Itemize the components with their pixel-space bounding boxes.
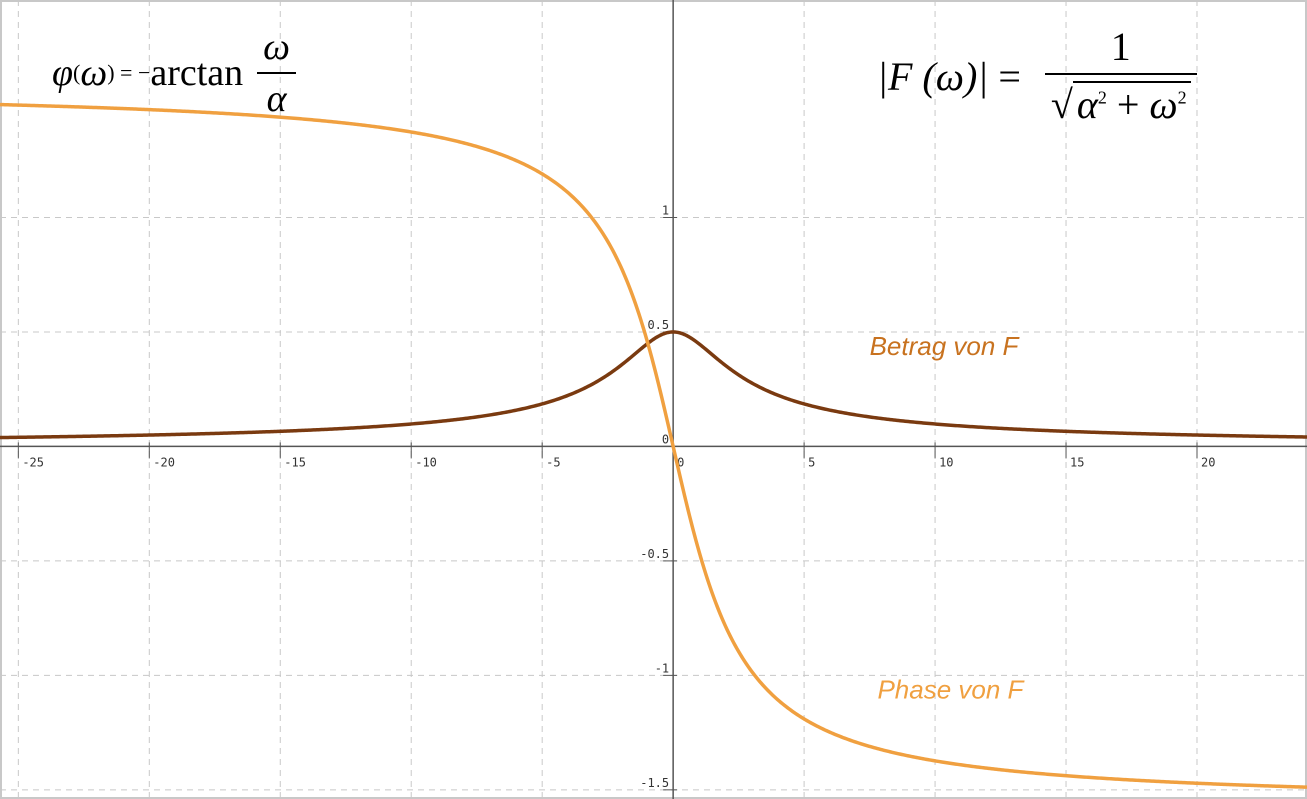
y-tick-label: 0 — [662, 432, 669, 446]
magnitude-denominator: √ α2 + ω2 — [1045, 81, 1197, 125]
sqrt-radicand: α2 + ω2 — [1072, 81, 1191, 127]
phase-open-paren: ( — [73, 60, 81, 85]
x-tick-label: -15 — [284, 455, 306, 469]
phase-formula: φ ( ω ) = − arctan ω α — [52, 18, 297, 128]
x-tick-label: -25 — [22, 455, 44, 469]
magnitude-fraction-bar — [1044, 73, 1197, 75]
radicand-plus: + — [1106, 82, 1150, 127]
magnitude-equals: = — [988, 53, 1031, 99]
phase-argument: ω — [80, 52, 108, 94]
radicand-omega-exponent: 2 — [1177, 87, 1187, 108]
x-tick-label: -5 — [546, 455, 560, 469]
phase-numerator: ω — [263, 26, 291, 68]
phase-fraction: ω α — [257, 26, 297, 120]
x-tick-label: 15 — [1070, 455, 1084, 469]
y-tick-label: -1.5 — [640, 776, 669, 790]
tick-labels: -25 -20 -15 -10 -5 0 5 10 15 20 -1.5 -1 -0.5 0 0.5 1 — [22, 203, 1215, 789]
magnitude-fraction: 1 √ α2 + ω2 — [1044, 24, 1197, 125]
y-tick-label: -1 — [655, 661, 669, 675]
betrag-label: Betrag von F — [870, 331, 1021, 361]
betrag-series-line — [0, 330, 1307, 440]
phase-series-line — [0, 102, 1307, 789]
x-tick-label: 20 — [1201, 455, 1215, 469]
phase-equals: = − — [114, 60, 151, 85]
magnitude-formula: |F (ω)| = 1 √ α2 + ω2 — [877, 16, 1197, 136]
radicand-alpha-exponent: 2 — [1097, 87, 1107, 108]
x-tick-label: -20 — [153, 455, 175, 469]
x-tick-label: -10 — [415, 455, 437, 469]
phase-fraction-bar — [257, 72, 297, 74]
sqrt-sign: √ — [1050, 82, 1073, 127]
x-tick-label: 10 — [939, 455, 953, 469]
y-tick-label: 1 — [662, 203, 669, 217]
radicand-alpha: α — [1076, 82, 1098, 127]
phase-denominator: α — [266, 78, 287, 120]
radicand-omega: ω — [1149, 82, 1178, 127]
y-tick-label: 0.5 — [647, 318, 669, 332]
phase-label: Phase von F — [877, 674, 1025, 704]
series-annotations: Betrag von F Phase von F — [870, 331, 1026, 704]
x-tick-label: 0 — [677, 455, 684, 469]
phase-close-paren: ) — [107, 60, 115, 85]
series-lines — [0, 102, 1307, 789]
phase-function: arctan — [150, 52, 244, 94]
magnitude-lhs: |F (ω)| — [877, 53, 989, 99]
x-tick-label: 5 — [808, 455, 815, 469]
y-tick-label: -0.5 — [640, 547, 669, 561]
magnitude-numerator: 1 — [1110, 24, 1131, 69]
phase-symbol: φ — [52, 52, 74, 94]
